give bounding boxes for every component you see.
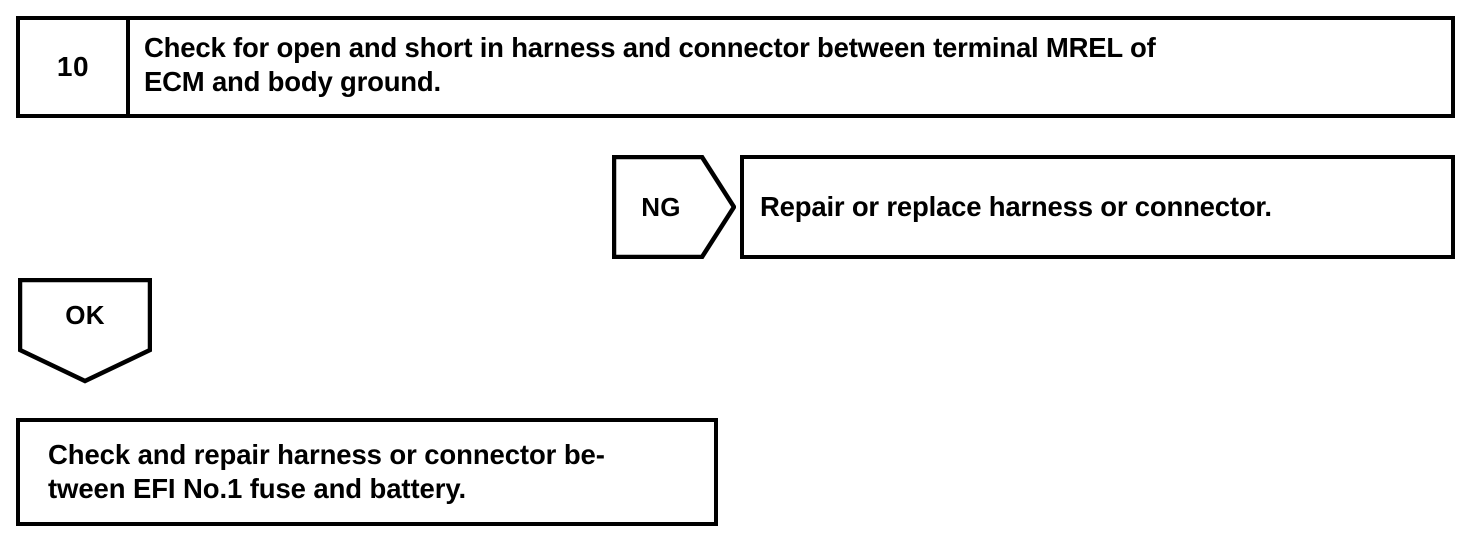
step-instruction-cell: Check for open and short in harness and … bbox=[130, 20, 1451, 114]
ok-arrow-down-icon: OK bbox=[18, 278, 152, 384]
step-number: 10 bbox=[56, 51, 90, 82]
ng-result-box: Repair or replace harness or connector. bbox=[740, 155, 1455, 259]
ng-arrow-right-icon: NG bbox=[612, 155, 736, 259]
ng-label: NG bbox=[641, 192, 681, 222]
step-instruction-text: Check for open and short in harness and … bbox=[144, 32, 1156, 98]
ok-label: OK bbox=[65, 300, 105, 330]
step-box: 10 Check for open and short in harness a… bbox=[16, 16, 1455, 118]
ok-result-box: Check and repair harness or connector be… bbox=[16, 418, 718, 526]
ng-result-text: Repair or replace harness or connector. bbox=[760, 191, 1272, 223]
step-number-cell: 10 bbox=[20, 20, 130, 114]
ok-result-text: Check and repair harness or connector be… bbox=[48, 439, 605, 504]
